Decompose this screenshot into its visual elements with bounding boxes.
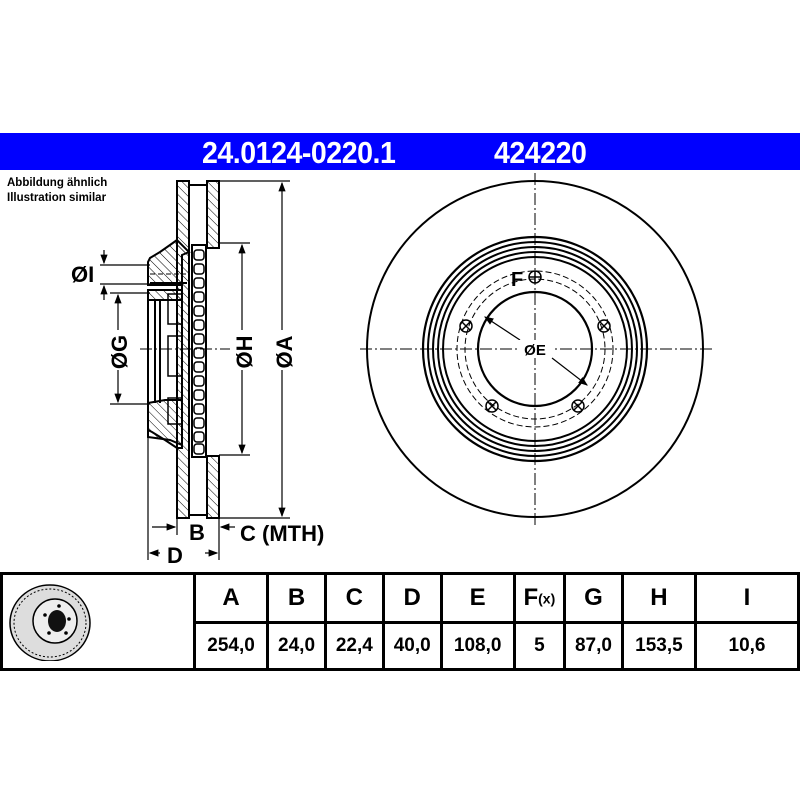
article-code: 424220 (494, 135, 587, 170)
value-D: 40,0 (381, 621, 443, 671)
section-dimensions (100, 180, 290, 560)
front-labels: ØE F (511, 269, 552, 359)
technical-drawing: ØI ØG ØH ØA B C (MTH) D ØE (71, 173, 712, 568)
col-header-F-label: F (523, 584, 539, 612)
col-header-G: G (563, 571, 624, 625)
label-dia-G: ØG (107, 335, 132, 369)
value-E: 108,0 (439, 621, 516, 671)
note-en: Illustration similar (7, 192, 107, 204)
part-number: 24.0124-0220.1 (202, 135, 396, 170)
label-dia-E: ØE (524, 342, 546, 359)
label-D: D (167, 543, 183, 568)
col-header-D: D (381, 571, 443, 625)
dimensions-table: A B C D E F(x) G H I 254,0 24,0 22,4 40,… (0, 571, 800, 671)
value-I: 10,6 (694, 621, 800, 671)
col-header-A: A (192, 571, 270, 625)
value-H: 153,5 (620, 621, 698, 671)
col-header-E: E (439, 571, 516, 625)
title-banner: 24.0124-0220.1 424220 (0, 133, 800, 170)
col-header-F-sub: (x) (538, 590, 556, 607)
col-header-I: I (694, 571, 800, 625)
label-B: B (189, 520, 205, 545)
col-header-H: H (620, 571, 698, 625)
brake-disc-icon (9, 584, 91, 662)
label-F: F (511, 269, 523, 291)
note-de: Abbildung ähnlich (7, 177, 108, 189)
section-labels: ØI ØG ØH ØA B C (MTH) D (71, 262, 324, 568)
label-dia-H: ØH (232, 336, 257, 369)
brake-disc-image-cell (0, 572, 196, 671)
front-view (360, 173, 712, 525)
value-B: 24,0 (266, 621, 327, 671)
label-dia-A: ØA (272, 335, 297, 368)
value-F: 5 (512, 621, 567, 671)
value-C: 22,4 (323, 621, 385, 671)
illustration-note: Abbildung ähnlich Illustration similar (7, 176, 107, 206)
col-header-B: B (266, 571, 327, 625)
col-header-C: C (323, 571, 385, 625)
col-header-F: F(x) (512, 571, 567, 625)
label-dia-I: ØI (71, 262, 94, 287)
label-C: C (MTH) (240, 521, 324, 546)
value-G: 87,0 (563, 621, 624, 671)
value-A: 254,0 (192, 621, 270, 671)
